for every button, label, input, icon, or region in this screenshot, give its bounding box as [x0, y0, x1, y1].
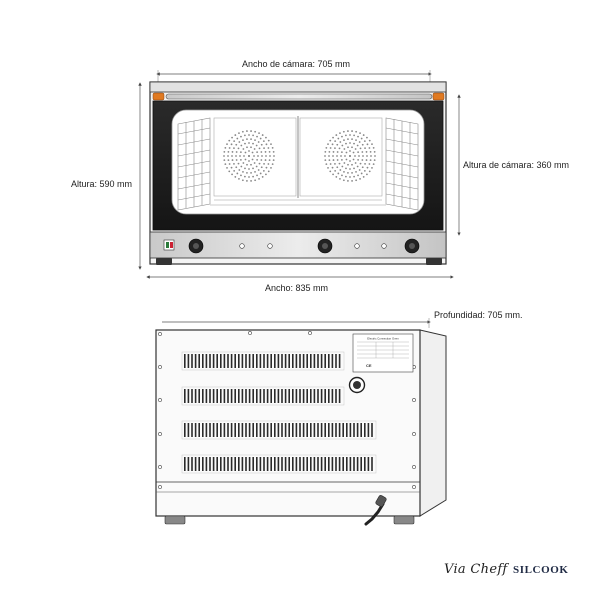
height-label: Altura: 590 mm — [71, 179, 133, 189]
fan-grille-right — [324, 130, 376, 182]
front-view — [138, 70, 461, 279]
chamber-height-label: Altura de cámara: 360 mm — [463, 160, 570, 170]
foot — [426, 258, 442, 265]
handle-cap-left — [152, 92, 165, 101]
depth-label: Profundidad: 705 mm. — [434, 310, 523, 320]
fan-grille-left — [223, 130, 275, 182]
control-knob-left[interactable] — [188, 238, 204, 254]
silcook-logo: SILCOOK — [513, 564, 569, 576]
ce-mark: CE — [366, 363, 372, 368]
rating-plate: Electric Convection Oven CE — [352, 333, 414, 373]
back-view: Electric Convection Oven CE — [155, 318, 447, 526]
foot — [156, 258, 172, 265]
indicator-light — [354, 243, 360, 249]
control-knob-center[interactable] — [317, 238, 333, 254]
rack-right — [385, 117, 419, 211]
power-cable — [364, 495, 387, 526]
indicator-light — [267, 243, 273, 249]
foot — [393, 515, 415, 525]
electrical-connector — [348, 376, 366, 394]
indicator-light — [239, 243, 245, 249]
handle-cap-right — [432, 92, 445, 101]
ventilation-slots — [181, 351, 377, 474]
screws — [158, 331, 416, 489]
chamber-width-label: Ancho de cámara: 705 mm — [242, 59, 351, 69]
indicator-light — [381, 243, 387, 249]
control-knob-right[interactable] — [404, 238, 420, 254]
rack-left — [177, 117, 211, 211]
door-handle — [165, 93, 433, 100]
width-label: Ancho: 835 mm — [265, 283, 329, 293]
via-cheff-logo: Via Cheff — [444, 562, 508, 577]
oven-side-panel — [419, 329, 447, 517]
plate-title: Electric Convection Oven — [367, 337, 399, 341]
foot — [164, 515, 186, 525]
